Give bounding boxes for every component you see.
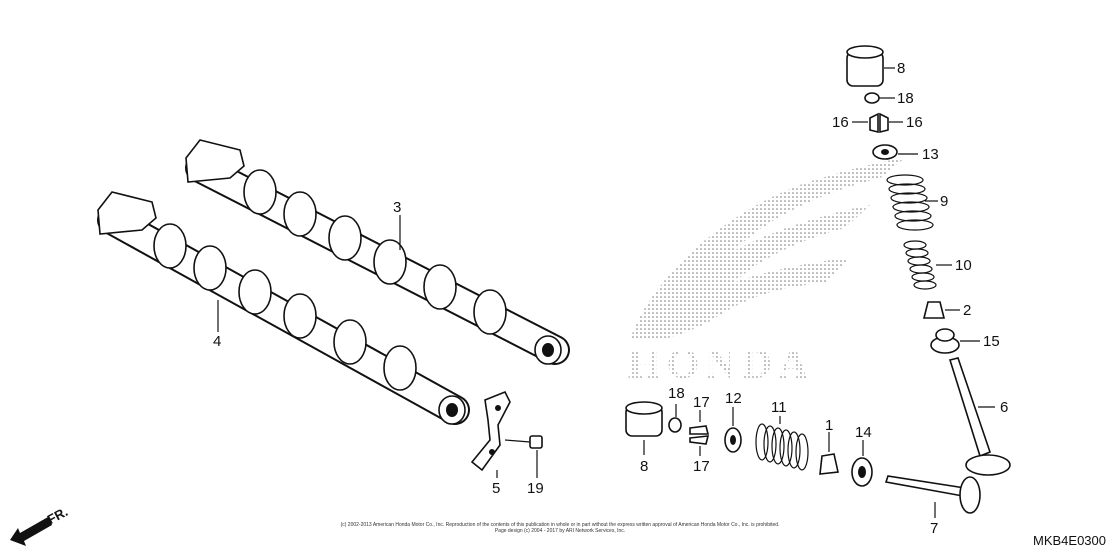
bolt-19 [504,435,543,449]
stem-seal-bottom [819,453,839,475]
cam-plate [470,390,511,472]
callouts: 3 4 5 19 8 18 16 16 13 9 10 2 15 6 7 8 1… [213,60,1008,537]
spring-seat-bottom [851,457,873,487]
camshaft-intake [97,191,470,425]
callout-13: 13 [922,146,939,163]
honda-watermark-text: HONDA [628,342,814,388]
callout-1: 1 [825,417,833,434]
callout-4: 4 [213,333,221,350]
spring-seat-top [930,328,960,354]
cotters-top [869,112,889,134]
outer-spring-top [886,174,934,231]
outer-spring-bottom [755,423,809,471]
honda-wing-watermark: HONDA [628,158,905,388]
callout-18-top: 18 [897,90,914,107]
callout-5: 5 [492,480,500,497]
inner-spring-top [903,240,937,290]
valve-intake [948,357,1011,476]
leader-lines [217,67,995,518]
retainer-bottom [724,427,742,453]
retainer-top [872,144,898,160]
callout-6: 6 [1000,399,1008,416]
callout-10: 10 [955,257,972,274]
callout-16-left: 16 [832,114,849,131]
camshaft-exhaust [185,139,570,365]
valve-exhaust [884,475,981,514]
callout-17-bottom: 17 [693,458,710,475]
callout-16-right: 16 [906,114,923,131]
tappet-top [846,45,884,87]
callout-11: 11 [771,399,787,416]
tappet-bottom [625,401,663,437]
callout-14: 14 [855,424,872,441]
callout-12: 12 [725,390,742,407]
callout-3: 3 [393,199,401,216]
cotters-bottom [689,425,710,445]
front-arrow-icon [10,517,52,546]
callout-8-top: 8 [897,60,905,77]
stem-seal-top [922,301,946,319]
callout-2: 2 [963,302,971,319]
callout-18-bottom: 18 [668,385,685,402]
callout-17-top: 17 [693,394,710,411]
diagram-code: MKB4E0300 [1033,533,1106,548]
copyright-notice: (c) 2002-2013 American Honda Motor Co., … [300,522,820,534]
copyright-line-2: Page design (c) 2004 - 2017 by ARI Netwo… [494,528,626,534]
callout-7: 7 [930,520,938,537]
callout-9: 9 [940,193,948,210]
shim-top [864,92,880,104]
shim-bottom [668,417,682,433]
callout-19: 19 [527,480,544,497]
callout-8-bottom: 8 [640,458,648,475]
copyright-line-1: (c) 2002-2013 American Honda Motor Co., … [340,522,780,528]
callout-15: 15 [983,333,1000,350]
